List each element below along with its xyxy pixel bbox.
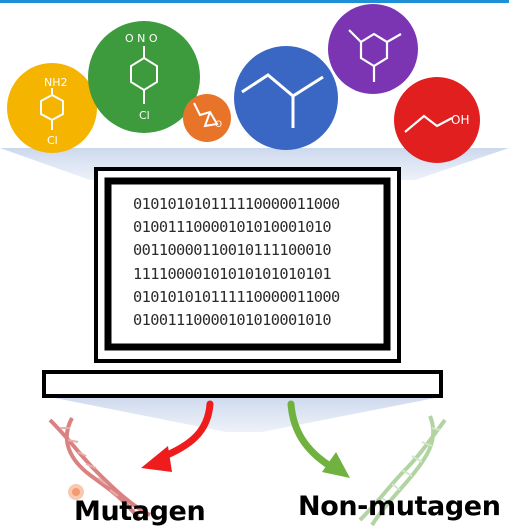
epoxide-o-label: O bbox=[215, 120, 222, 130]
cl-label-2: Cl bbox=[139, 109, 150, 122]
binary-line: 00110000110010111100010 bbox=[133, 241, 332, 260]
oh-label: OH bbox=[451, 113, 469, 127]
mutagen-arrow bbox=[141, 400, 214, 472]
nitrochlorobenzene-molecule: O N O Cl bbox=[88, 21, 200, 133]
non-mutagen-label: Non-mutagen bbox=[298, 491, 501, 522]
propanol-molecule: OH bbox=[394, 77, 480, 163]
mesitylene-molecule bbox=[328, 4, 418, 94]
binary-line: 11110000101010101010101 bbox=[133, 264, 332, 283]
mutagen-label: Mutagen bbox=[74, 496, 206, 527]
non-mutagen-arrow bbox=[287, 400, 350, 478]
nitro-label: O N O bbox=[125, 32, 158, 45]
non-mutagen-dna-icon bbox=[358, 415, 447, 527]
cl-label: Cl bbox=[47, 134, 58, 147]
binary-code-display: 010101010111110000011000 010011100001010… bbox=[133, 193, 379, 332]
binary-line: 010101010111110000011000 bbox=[133, 195, 340, 213]
computer-monitor bbox=[94, 167, 401, 363]
binary-line: 010101010111110000011000 bbox=[133, 287, 340, 306]
mutagen-dna-icon bbox=[48, 417, 151, 522]
epoxide-molecule: O bbox=[183, 94, 231, 142]
output-funnel bbox=[45, 396, 445, 432]
binary-line: 01001110000101010001010 bbox=[133, 218, 332, 237]
chloroaniline-molecule: NH2 Cl bbox=[7, 63, 97, 153]
nh2-label: NH2 bbox=[44, 76, 68, 89]
isobutane-molecule bbox=[234, 46, 338, 150]
binary-line: 01001110000101010001010 bbox=[133, 311, 332, 330]
top-rule bbox=[0, 0, 509, 3]
computer-base bbox=[42, 370, 443, 398]
